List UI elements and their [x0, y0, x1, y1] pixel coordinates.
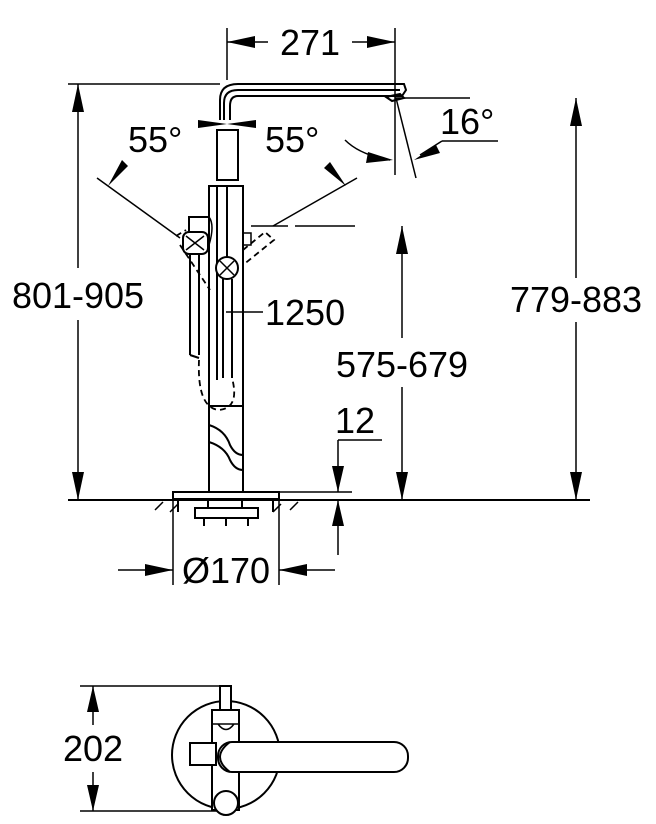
bottom-knob [213, 790, 239, 816]
dimension-spout-reach: 271 [226, 22, 396, 92]
top-view: 202 [63, 685, 409, 816]
label-floor-thickness: 12 [335, 400, 375, 441]
base-plate [68, 491, 590, 526]
lever-handle [217, 741, 409, 773]
dimension-depth: 202 [63, 685, 232, 812]
label-spout-angle: 16° [440, 101, 494, 142]
label-spout-reach: 271 [280, 22, 340, 63]
swivel-indicator [198, 120, 256, 128]
dimension-handle-height: 575-679 [336, 226, 468, 500]
label-hose-length: 1250 [265, 292, 345, 333]
dimension-hose-length: 1250 [226, 292, 345, 333]
label-spout-height: 779-883 [510, 279, 642, 320]
spout [219, 83, 408, 120]
dimension-total-height: 801-905 [12, 83, 220, 500]
spout-nub [219, 685, 232, 711]
side-view: 271 16° 55° [12, 22, 642, 591]
label-swivel-left: 55° [128, 119, 182, 160]
label-total-height: 801-905 [12, 275, 144, 316]
side-stub [189, 742, 217, 766]
dimension-spout-height: 779-883 [510, 98, 642, 500]
dimension-base-diameter: Ø170 [118, 500, 335, 591]
dimension-swivel-right: 55° [265, 119, 358, 227]
dimension-swivel-left: 55° [96, 119, 182, 239]
faucet-body [175, 129, 355, 492]
label-depth: 202 [63, 728, 123, 769]
dimension-floor-thickness: 12 [279, 400, 382, 555]
dimension-spout-angle: 16° [344, 92, 498, 179]
label-swivel-right: 55° [265, 119, 319, 160]
label-base-diameter: Ø170 [182, 550, 270, 591]
label-handle-height: 575-679 [336, 344, 468, 385]
